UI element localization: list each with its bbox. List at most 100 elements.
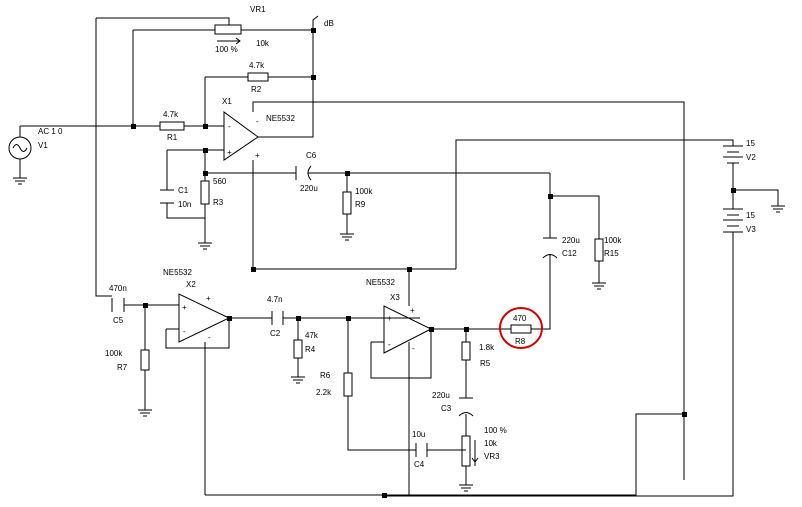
- r5-value: 1.8k: [479, 343, 495, 352]
- r15-resistor[interactable]: 100k R15: [594, 236, 622, 262]
- x1-model: NE5532: [266, 114, 295, 123]
- ground-r15: [592, 282, 606, 290]
- r15-value: 100k: [604, 236, 622, 245]
- c12-name: C12: [562, 249, 577, 258]
- r7-name: R7: [117, 363, 128, 372]
- x3-vminus: -: [412, 344, 415, 353]
- r2-resistor[interactable]: 4.7k R2: [247, 61, 269, 94]
- x1-plus: +: [227, 148, 232, 157]
- c3-value: 220u: [432, 391, 450, 400]
- ground-r7: [138, 409, 152, 417]
- x1-vplus: -: [256, 117, 259, 126]
- vr1-name: VR1: [250, 5, 266, 14]
- c6-capacitor[interactable]: C6 220u: [295, 151, 318, 193]
- r8-name: R8: [515, 337, 526, 346]
- r9-resistor[interactable]: 100k R9: [342, 187, 373, 215]
- vr3-wiper: 100 %: [484, 426, 507, 435]
- vr3-value: 10k: [484, 439, 498, 448]
- x2-opamp[interactable]: + - + - NE5532 X2: [163, 268, 231, 343]
- c6-value: 220u: [300, 184, 318, 193]
- r1-name: R1: [167, 133, 178, 142]
- c1-capacitor[interactable]: C1 10n: [160, 186, 191, 209]
- x1-name: X1: [222, 97, 232, 106]
- x3-opamp[interactable]: + - + - NE5532 X3: [366, 278, 433, 354]
- ground-r3: [198, 242, 212, 250]
- r1-value: 4.7k: [163, 110, 179, 119]
- v2-name: V2: [746, 153, 756, 162]
- x1-minus: -: [228, 122, 231, 131]
- c4-value: 10u: [412, 430, 425, 439]
- c6-name: C6: [306, 151, 317, 160]
- c3-capacitor[interactable]: 220u C3: [432, 391, 474, 417]
- vr1-value: 10k: [256, 39, 270, 48]
- r9-name: R9: [355, 200, 366, 209]
- r6-value: 2.2k: [316, 388, 332, 397]
- r1-resistor[interactable]: 4.7k R1: [159, 110, 185, 142]
- ground-r4: [291, 376, 305, 384]
- x3-vplus: +: [410, 306, 415, 315]
- ground-r9: [340, 233, 354, 241]
- v2-battery[interactable]: 15 V2: [723, 139, 756, 164]
- vr3-potentiometer[interactable]: 100 % 10k VR3: [461, 426, 507, 467]
- v3-value: 15: [746, 211, 755, 220]
- r4-value: 47k: [305, 331, 319, 340]
- c12-capacitor[interactable]: 220u C12: [542, 236, 580, 259]
- x3-name: X3: [390, 293, 400, 302]
- r5-resistor[interactable]: 1.8k R5: [461, 341, 495, 368]
- r4-name: R4: [305, 345, 316, 354]
- r2-name: R2: [251, 85, 262, 94]
- c4-name: C4: [414, 460, 425, 469]
- v1-value: AC 1 0: [38, 127, 63, 136]
- r3-value: 560: [213, 177, 227, 186]
- ground-supply: [771, 205, 785, 213]
- vr1-potentiometer[interactable]: VR1 100 % 10k: [214, 5, 270, 54]
- r6-resistor[interactable]: R6 2.2k: [316, 371, 353, 397]
- x2-plus: +: [182, 303, 187, 312]
- r8-resistor[interactable]: 470 R8: [510, 314, 532, 346]
- x2-minus: -: [183, 327, 186, 336]
- v3-battery[interactable]: 15 V3: [723, 208, 756, 234]
- r3-name: R3: [213, 198, 224, 207]
- c2-value: 4.7n: [267, 295, 283, 304]
- output-label: dB: [324, 19, 334, 28]
- v1-ac-source[interactable]: AC 1 0 V1: [8, 127, 63, 160]
- c3-name: C3: [441, 404, 452, 413]
- vr1-wiper: 100 %: [215, 45, 238, 54]
- ground-v1: [13, 177, 27, 185]
- c5-value: 470n: [109, 284, 127, 293]
- r15-name: R15: [604, 249, 619, 258]
- r5-name: R5: [480, 359, 491, 368]
- r2-value: 4.7k: [249, 61, 265, 70]
- wires: [19, 15, 779, 497]
- c5-name: C5: [113, 316, 124, 325]
- x2-model: NE5532: [163, 268, 192, 277]
- c12-value: 220u: [562, 236, 580, 245]
- r7-value: 100k: [105, 349, 123, 358]
- r7-resistor[interactable]: 100k R7: [105, 349, 150, 372]
- vr3-name: VR3: [484, 452, 500, 461]
- x1-opamp[interactable]: - + - + X1 NE5532: [222, 97, 295, 161]
- r9-value: 100k: [355, 187, 373, 196]
- x1-vminus: +: [255, 151, 260, 160]
- junctions: [131, 28, 736, 498]
- c5-capacitor[interactable]: 470n C5: [109, 284, 127, 325]
- x2-name: X2: [186, 280, 196, 289]
- x2-vplus: +: [206, 294, 211, 303]
- r3-resistor[interactable]: 560 R3: [200, 177, 227, 207]
- r8-highlight-circle: [499, 307, 543, 349]
- x2-vminus: -: [208, 333, 211, 342]
- c1-value: 10n: [178, 200, 191, 209]
- x3-model: NE5532: [366, 278, 395, 287]
- c4-capacitor[interactable]: 10u C4: [412, 430, 428, 469]
- r6-name: R6: [320, 371, 331, 380]
- v2-value: 15: [746, 139, 755, 148]
- c2-capacitor[interactable]: 4.7n C2: [267, 295, 284, 338]
- v3-name: V3: [746, 225, 756, 234]
- c2-name: C2: [270, 329, 281, 338]
- r8-value: 470: [513, 314, 527, 323]
- x3-minus: -: [388, 340, 391, 349]
- r4-resistor[interactable]: 47k R4: [293, 331, 319, 359]
- x3-plus: +: [387, 314, 392, 323]
- ground-vr3: [459, 484, 473, 492]
